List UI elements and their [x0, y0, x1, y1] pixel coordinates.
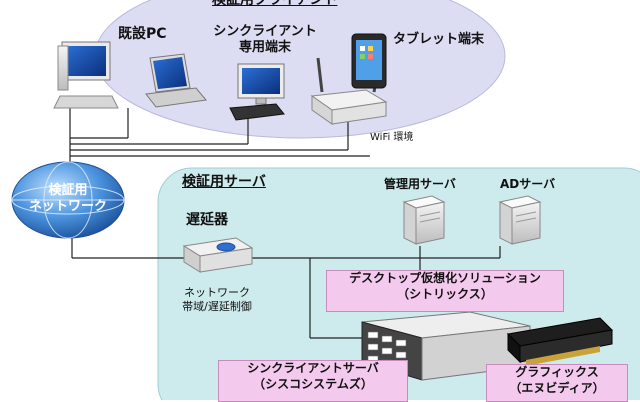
desktop-virtualization-box: デスクトップ仮想化ソリューション （シトリックス）: [326, 270, 564, 312]
thin-client-terminal-label-line2: 専用端末: [238, 40, 291, 56]
thin-client-server-line2: （シスコシステムズ）: [253, 376, 373, 391]
network-label-line2: ネットワーク: [28, 199, 107, 215]
connection-lines: [69, 108, 501, 339]
network-label-line1: 検証用: [48, 183, 88, 198]
thin-client-terminal-label-line1: シンクライアント: [213, 24, 317, 39]
graphics-line2: （エヌビディア）: [509, 380, 605, 395]
desktop-virtualization-line1: デスクトップ仮想化ソリューション: [349, 271, 541, 285]
management-server-icon: [402, 195, 446, 245]
wifi-router-icon: [310, 57, 388, 125]
rack-server-icon: [361, 311, 531, 381]
thin-client-server-line1: シンクライアントサーバ: [247, 361, 379, 375]
network-globe-icon: [11, 161, 125, 239]
delay-device-label: 遅延器: [186, 212, 228, 228]
graphics-box: グラフィックス （エヌビディア）: [486, 364, 628, 402]
thin-client-server-box: シンクライアントサーバ （シスコシステムズ）: [218, 360, 408, 402]
delay-device-caption: ネットワーク 帯域/遅延制御: [162, 286, 272, 314]
tablet-icon: [351, 33, 387, 89]
laptop-icon: [145, 53, 207, 108]
tablet-label: タブレット端末: [393, 32, 485, 47]
desktop-pc-icon: [53, 41, 119, 109]
existing-pc-label: 既設PC: [118, 26, 167, 42]
ad-server-label: ADサーバ: [500, 177, 556, 191]
desktop-virtualization-line2: （シトリックス）: [397, 286, 493, 301]
delay-device-icon: [182, 237, 254, 273]
management-server-label: 管理用サーバ: [384, 177, 456, 191]
graphics-card-icon: [506, 317, 614, 366]
thin-client-terminal-label: シンクライアント 専用端末: [205, 24, 325, 57]
client-section-title: 検証用クライアント: [212, 0, 338, 8]
graphics-line1: グラフィックス: [515, 365, 599, 379]
thin-client-terminal-icon: [229, 63, 285, 121]
network-label: 検証用 ネットワーク: [16, 183, 120, 216]
delay-device-caption-line2: 帯域/遅延制御: [182, 299, 252, 313]
ad-server-icon: [498, 195, 542, 245]
wifi-label: WiFi 環境: [370, 132, 414, 143]
delay-device-caption-line1: ネットワーク: [184, 286, 250, 299]
server-section-title: 検証用サーバ: [182, 174, 266, 190]
